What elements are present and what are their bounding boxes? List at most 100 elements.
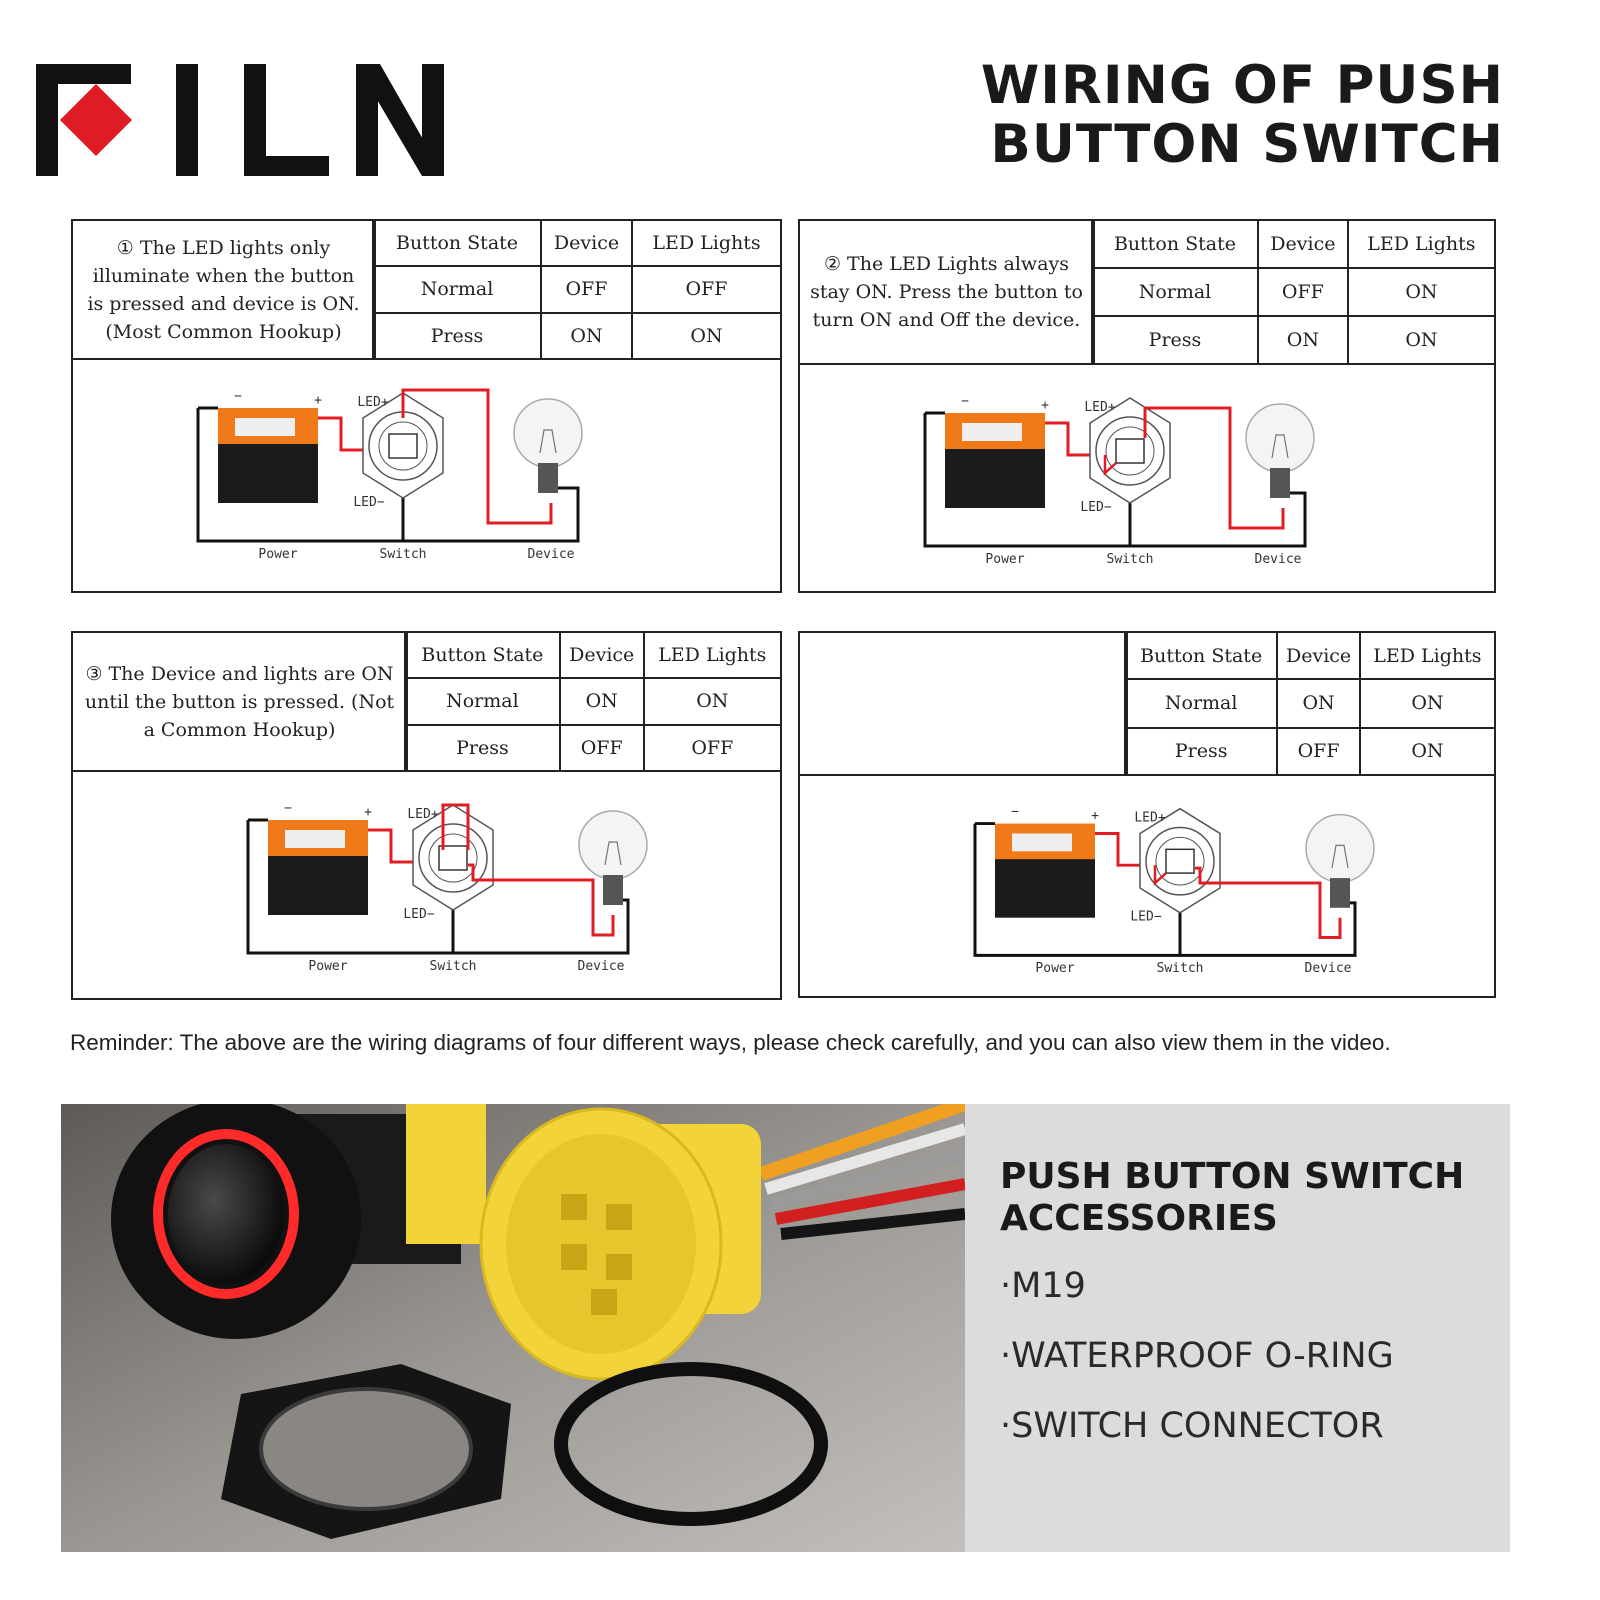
positive-wire xyxy=(368,828,423,864)
led-jumper-wire xyxy=(1153,865,1167,886)
positive-wire xyxy=(318,416,373,452)
table-header: LED Lights xyxy=(1346,221,1494,269)
table-cell: ON xyxy=(1358,679,1494,729)
bulb-filament xyxy=(1331,844,1349,869)
positive-wire xyxy=(1045,421,1100,457)
device-label: Device xyxy=(528,547,575,562)
led-plus-label: LED+ xyxy=(1084,400,1115,415)
table-cell: Press xyxy=(1091,316,1258,363)
accessory-item: ·SWITCH CONNECTOR xyxy=(1000,1406,1384,1446)
battery-minus-label: − xyxy=(284,801,292,816)
table-cell: OFF xyxy=(1276,727,1360,774)
battery-plus-label: + xyxy=(1041,398,1049,413)
accessories-title: PUSH BUTTON SWITCH ACCESSORIES xyxy=(1000,1156,1465,1239)
table-cell: OFF xyxy=(642,724,780,770)
bulb-icon xyxy=(513,398,583,468)
table-cell: ON xyxy=(1358,727,1494,774)
panel-description: ① The LED lights only illuminate when th… xyxy=(73,221,376,358)
table-cell: Press xyxy=(404,724,560,770)
switch-terminals xyxy=(1115,438,1145,464)
battery-minus-label: − xyxy=(961,394,969,409)
battery-label xyxy=(1012,833,1072,852)
bulb-base xyxy=(1270,468,1290,498)
table-header: LED Lights xyxy=(631,221,780,267)
ground-wire xyxy=(923,413,1307,548)
switch-terminals xyxy=(1165,848,1195,874)
switch-label: Switch xyxy=(1157,961,1204,976)
battery-label xyxy=(285,830,345,848)
filn-logo xyxy=(36,64,444,176)
table-cell: ON xyxy=(642,678,780,726)
led-minus-label: LED− xyxy=(353,495,384,510)
table-cell: ON xyxy=(1276,679,1360,729)
bulb-filament xyxy=(604,841,622,866)
led-plus-label: LED+ xyxy=(357,395,388,410)
bulb-base xyxy=(603,875,623,905)
led-minus-label: LED− xyxy=(403,907,434,922)
device-label: Device xyxy=(1255,552,1302,567)
switch-terminals xyxy=(388,433,418,459)
reminder-text: Reminder: The above are the wiring diagr… xyxy=(70,1030,1391,1055)
table-header: LED Lights xyxy=(1358,633,1494,681)
led-minus-label: LED− xyxy=(1080,500,1111,515)
led-plus-label: LED+ xyxy=(1134,811,1166,826)
switch-ring xyxy=(1145,826,1215,896)
table-cell: Normal xyxy=(1123,679,1278,729)
table-cell: OFF xyxy=(558,724,644,770)
bulb-icon xyxy=(578,810,648,880)
switch-label: Switch xyxy=(380,547,427,562)
power-label: Power xyxy=(308,959,347,974)
accessory-item: ·WATERPROOF O-RING xyxy=(1000,1336,1394,1376)
table-header: Device xyxy=(558,633,644,679)
device-wire xyxy=(468,863,615,937)
wiring-panel-3: ③ The Device and lights are ON until the… xyxy=(71,631,782,1000)
wiring-panel-2: ② The LED Lights always stay ON. Press t… xyxy=(798,219,1496,593)
table-cell: OFF xyxy=(631,266,780,314)
panel-description: ③ The Device and lights are ON until the… xyxy=(73,633,408,770)
table-cell: ON xyxy=(558,678,644,726)
led-jumper-wire xyxy=(1103,455,1117,476)
battery-plus-label: + xyxy=(1091,809,1099,824)
switch-ring-inner xyxy=(428,833,478,883)
positive-wire xyxy=(1095,831,1150,867)
battery-minus-label: − xyxy=(1011,805,1019,820)
table-cell: ON xyxy=(1256,316,1348,363)
device-wire xyxy=(401,388,553,525)
table-header: Button State xyxy=(1123,633,1278,681)
accessories-panel xyxy=(965,1104,1510,1552)
bulb-icon xyxy=(1245,403,1315,473)
table-cell: ON xyxy=(631,312,780,358)
switch-ring-inner xyxy=(1155,836,1205,886)
power-label: Power xyxy=(1035,961,1074,976)
table-cell: Normal xyxy=(404,678,560,726)
power-label: Power xyxy=(258,547,297,562)
bulb-icon xyxy=(1305,813,1375,883)
switch-label: Switch xyxy=(430,959,477,974)
switch-ring-inner xyxy=(378,421,428,471)
bulb-base xyxy=(538,463,558,493)
table-cell: OFF xyxy=(540,266,633,314)
battery-minus-label: − xyxy=(234,389,242,404)
led-minus-label: LED− xyxy=(1130,910,1162,925)
led-plus-label: LED+ xyxy=(407,807,438,822)
bulb-filament xyxy=(1271,434,1289,459)
switch-ring xyxy=(418,823,488,893)
panel-description xyxy=(800,633,1128,774)
table-cell: Press xyxy=(371,312,542,358)
table-header: Button State xyxy=(371,221,542,267)
table-header: Button State xyxy=(404,633,560,679)
table-cell: ON xyxy=(1346,267,1494,318)
ground-wire xyxy=(196,408,580,543)
table-cell: Normal xyxy=(1091,267,1258,318)
battery-plus-label: + xyxy=(364,805,372,820)
